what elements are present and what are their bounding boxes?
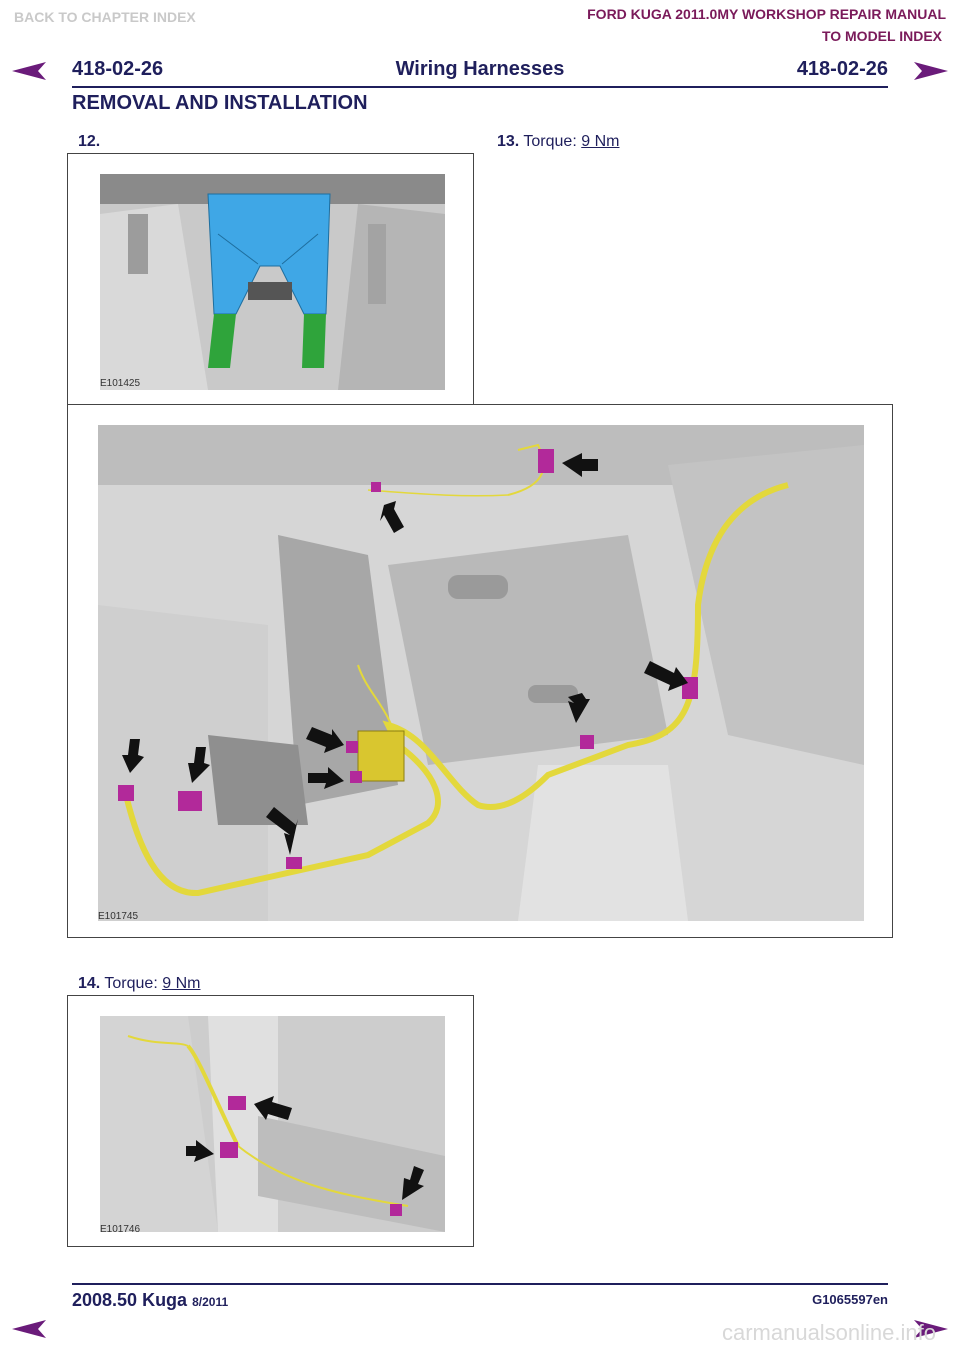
illustration-b-pillar-harness xyxy=(100,1016,445,1232)
torque-value[interactable]: 9 Nm xyxy=(162,975,201,992)
figure-id: E101745 xyxy=(98,911,139,922)
step-number: 12. xyxy=(78,133,101,150)
publication-date: 8/2011 xyxy=(192,1295,229,1309)
illustration-floor-harness xyxy=(98,425,864,921)
step-number: 13. xyxy=(497,133,520,150)
step-13: 13. Torque: 9 Nm xyxy=(497,133,619,151)
page-title: Wiring Harnesses xyxy=(395,58,565,80)
torque-value[interactable]: 9 Nm xyxy=(581,133,620,150)
watermark: carmanualsonline.info xyxy=(721,1320,936,1345)
torque-label: Torque: xyxy=(104,975,158,992)
figure-id: E101746 xyxy=(100,1224,141,1235)
footer-model: 2008.50 Kuga 8/2011 xyxy=(72,1290,228,1311)
figure-e101425: E101425 xyxy=(67,153,474,405)
illustration-center-console xyxy=(100,174,445,390)
model-name: 2008.50 Kuga xyxy=(72,1290,188,1310)
torque-label: Torque: xyxy=(523,133,577,150)
previous-page-arrow-icon[interactable] xyxy=(10,60,48,82)
figure-e101745: E101745 xyxy=(67,404,893,938)
step-12: 12. xyxy=(78,133,100,151)
next-page-arrow-icon[interactable] xyxy=(912,60,950,82)
figure-e101746: E101746 xyxy=(67,995,474,1247)
document-id: G1065597en xyxy=(812,1292,888,1307)
next-page-arrow-icon[interactable] xyxy=(912,1318,950,1340)
step-14: 14. Torque: 9 Nm xyxy=(78,975,200,993)
section-title: REMOVAL AND INSTALLATION xyxy=(72,92,368,114)
page-number-left: 418-02-26 xyxy=(72,58,164,80)
footer-divider xyxy=(72,1283,888,1285)
manual-title: FORD KUGA 2011.0MY WORKSHOP REPAIR MANUA… xyxy=(587,6,946,22)
previous-page-arrow-icon[interactable] xyxy=(10,1318,48,1340)
step-number: 14. xyxy=(78,975,101,992)
to-model-index-link[interactable]: TO MODEL INDEX xyxy=(821,28,942,44)
back-to-chapter-index-link[interactable]: BACK TO CHAPTER INDEX xyxy=(14,9,196,25)
page-number-right: 418-02-26 xyxy=(796,58,888,80)
header-divider xyxy=(72,86,888,88)
figure-id: E101425 xyxy=(100,378,141,389)
